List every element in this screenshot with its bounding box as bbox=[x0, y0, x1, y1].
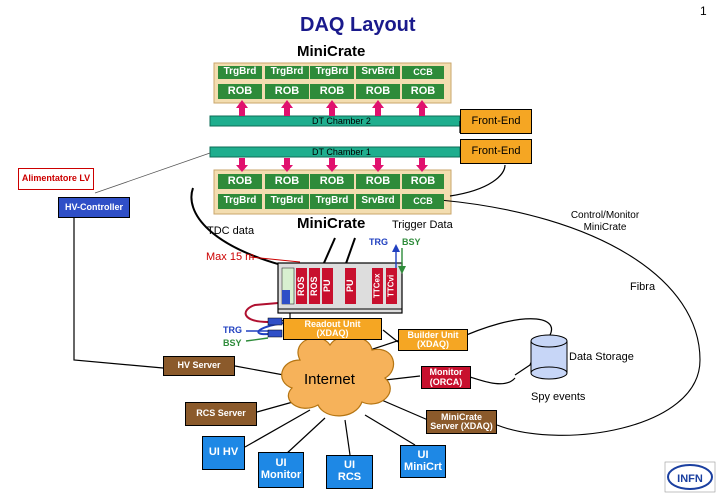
hv-server-box: HV Server bbox=[163, 356, 235, 376]
vme-module-pu-2: PU bbox=[345, 268, 356, 304]
top-rob-5: ROB bbox=[402, 84, 444, 99]
top-rob-1: ROB bbox=[218, 84, 262, 99]
dt-chamber-2-label: DT Chamber 2 bbox=[312, 116, 371, 126]
trg-arrowhead-top bbox=[392, 244, 400, 252]
minicrate-top-label: MiniCrate bbox=[297, 43, 366, 60]
trg-label-top: TRG bbox=[369, 237, 388, 247]
readout-small-port-1 bbox=[267, 317, 283, 326]
bottom-board-2: TrgBrd bbox=[265, 194, 309, 209]
top-arrow-3-stem bbox=[329, 107, 335, 116]
bottom-arrow-2-stem bbox=[284, 158, 290, 166]
bottom-rob-4: ROB bbox=[356, 174, 400, 189]
trigger-data-label: Trigger Data bbox=[392, 219, 453, 231]
bottom-rob-5: ROB bbox=[402, 174, 444, 189]
bottom-arrow-2 bbox=[281, 165, 293, 172]
vme-module-ros-1: ROS bbox=[296, 268, 307, 304]
top-arrow-2-stem bbox=[284, 107, 290, 116]
alimentatore-lv-box: Alimentatore LV bbox=[18, 168, 94, 190]
builder-unit-box: Builder Unit (XDAQ) bbox=[398, 329, 468, 351]
top-arrow-5 bbox=[416, 100, 428, 108]
vme-crate-left-module bbox=[282, 290, 290, 304]
top-board-1: TrgBrd bbox=[218, 66, 262, 79]
bsy-label-top: BSY bbox=[402, 237, 421, 247]
control-monitor-label: Control/Monitor MiniCrate bbox=[570, 210, 640, 233]
tdc-data-label: TDC data bbox=[207, 225, 255, 237]
top-arrow-1-stem bbox=[239, 107, 245, 116]
data-storage-label: Data Storage bbox=[569, 351, 634, 363]
top-board-2: TrgBrd bbox=[265, 66, 309, 79]
bottom-arrow-1 bbox=[236, 165, 248, 172]
bottom-arrow-1-stem bbox=[239, 158, 245, 166]
top-arrow-1 bbox=[236, 100, 248, 108]
internet-cloud bbox=[281, 335, 395, 417]
spy-events-label: Spy events bbox=[531, 391, 586, 403]
top-rob-2: ROB bbox=[265, 84, 309, 99]
bottom-arrow-3 bbox=[326, 165, 338, 172]
top-arrow-3 bbox=[326, 100, 338, 108]
bsy-label-left: BSY bbox=[223, 338, 242, 348]
vme-module-ttcex: TTCex bbox=[372, 268, 383, 304]
trg-label-left: TRG bbox=[223, 325, 242, 335]
max-15m-label: Max 15 m bbox=[206, 251, 255, 263]
rcs-server-box: RCS Server bbox=[185, 402, 257, 426]
vme-module-pu-1: PU bbox=[322, 268, 333, 304]
top-board-4: SrvBrd bbox=[356, 66, 400, 79]
max-15m-pointer bbox=[249, 256, 301, 263]
front-end-box-1: Front-End bbox=[460, 139, 532, 164]
ui-rcs-box: UI RCS bbox=[326, 455, 373, 489]
bottom-rob-2: ROB bbox=[265, 174, 309, 189]
top-rob-3: ROB bbox=[310, 84, 354, 99]
bottom-arrow-4-stem bbox=[375, 158, 381, 166]
bottom-arrow-4 bbox=[372, 165, 384, 172]
top-arrow-2 bbox=[281, 100, 293, 108]
ui-monitor-box: UI Monitor bbox=[258, 452, 304, 488]
bottom-arrow-5 bbox=[416, 165, 428, 172]
top-arrow-5-stem bbox=[419, 107, 425, 116]
bottom-arrow-3-stem bbox=[329, 158, 335, 166]
bottom-rob-1: ROB bbox=[218, 174, 262, 189]
bottom-rob-3: ROB bbox=[310, 174, 354, 189]
bottom-arrow-5-stem bbox=[419, 158, 425, 166]
bottom-board-4: SrvBrd bbox=[356, 194, 400, 209]
readout-cable bbox=[244, 301, 291, 323]
vme-module-ttcvi: TTCvi bbox=[386, 268, 397, 304]
front-end-box-2: Front-End bbox=[460, 109, 532, 134]
bottom-board-3: TrgBrd bbox=[310, 194, 354, 209]
readout-small-port-2 bbox=[267, 329, 283, 338]
infn-logo: INFN bbox=[664, 461, 716, 493]
readout-unit-box: Readout Unit (XDAQ) bbox=[283, 318, 382, 340]
top-board-5: CCB bbox=[402, 66, 444, 79]
page-title: DAQ Layout bbox=[300, 14, 416, 36]
top-arrow-4 bbox=[372, 100, 384, 108]
top-arrow-4-stem bbox=[375, 107, 381, 116]
minicrate-bottom-label: MiniCrate bbox=[297, 215, 366, 232]
ui-minicrt-box: UI MiniCrt bbox=[400, 445, 446, 478]
bsy-arrow-left bbox=[245, 337, 269, 342]
svg-text:INFN: INFN bbox=[677, 473, 703, 485]
hv-controller-box: HV-Controller bbox=[58, 197, 130, 218]
vme-module-ros-2: ROS bbox=[309, 268, 320, 304]
data-storage-cylinder bbox=[530, 334, 568, 380]
fibra-label: Fibra bbox=[630, 281, 656, 293]
ui-hv-box: UI HV bbox=[202, 436, 245, 470]
top-board-3: TrgBrd bbox=[310, 66, 354, 79]
dt-chamber-1-label: DT Chamber 1 bbox=[312, 147, 371, 157]
page-number: 1 bbox=[700, 4, 707, 18]
bsy-arrowhead-top bbox=[398, 266, 406, 274]
minicrate-server-box: MiniCrate Server (XDAQ) bbox=[426, 410, 497, 434]
bottom-board-5: CCB bbox=[402, 194, 444, 209]
bottom-board-1: TrgBrd bbox=[218, 194, 262, 209]
internet-label: Internet bbox=[304, 371, 355, 388]
top-rob-4: ROB bbox=[356, 84, 400, 99]
monitor-box: Monitor (ORCA) bbox=[421, 366, 471, 389]
